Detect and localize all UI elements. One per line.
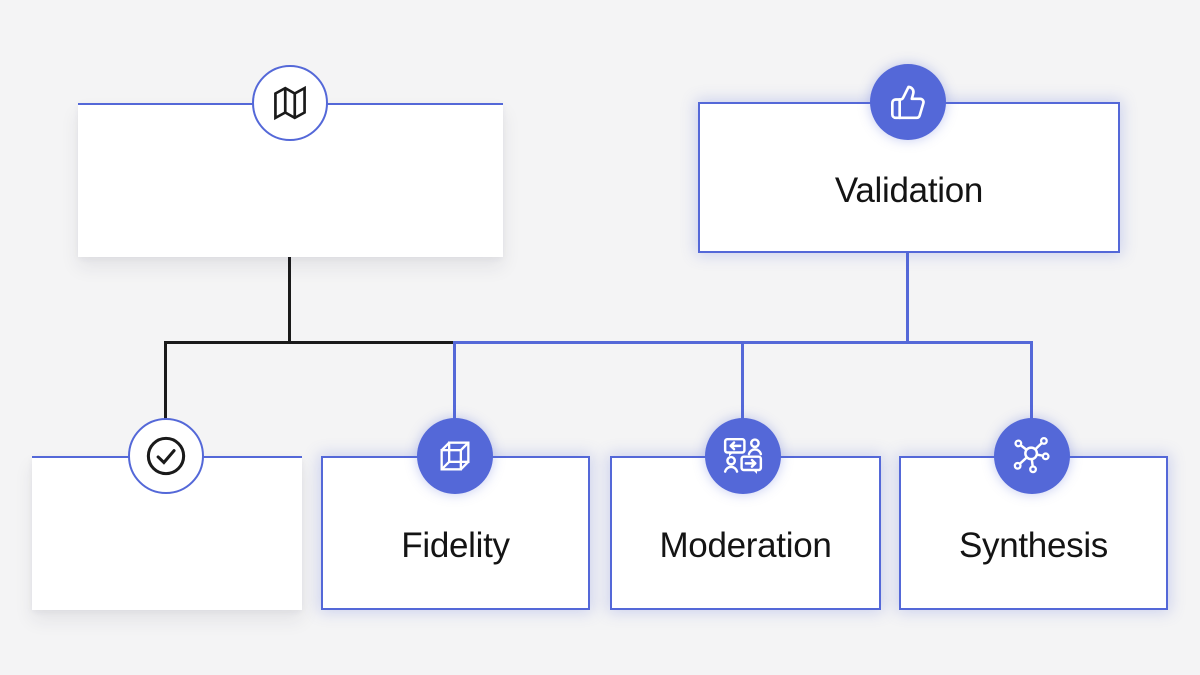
network-hub-icon	[994, 418, 1070, 494]
speech-people-icon	[705, 418, 781, 494]
node-moderation-label: Moderation	[659, 526, 832, 565]
edge-fidelity-drop	[453, 341, 456, 419]
thumbs-up-icon	[870, 64, 946, 140]
node-fidelity-label: Fidelity	[401, 526, 510, 565]
edge-synthesis-drop	[1030, 341, 1033, 419]
node-validation-label: Validation	[834, 170, 984, 210]
cube-icon	[417, 418, 493, 494]
edge-validation-down	[906, 253, 909, 344]
edge-trunk-black	[164, 341, 456, 344]
edge-check-drop	[164, 341, 167, 419]
node-validation: Validation	[698, 102, 1120, 253]
map-icon	[252, 65, 328, 141]
check-circle-icon	[128, 418, 204, 494]
edge-moderation-drop	[741, 341, 744, 419]
edge-map-down	[288, 257, 291, 343]
node-synthesis-label: Synthesis	[958, 526, 1109, 565]
